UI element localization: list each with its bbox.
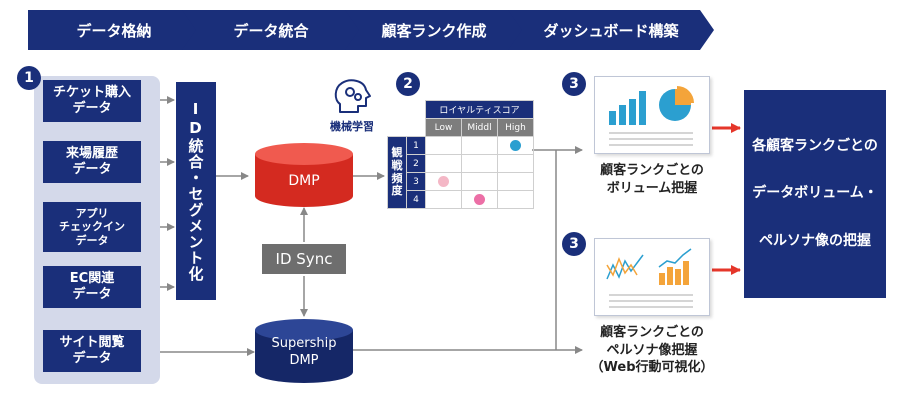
row-label-2: 2 [406, 154, 426, 173]
result-line-3: ペルソナ像の把握 [759, 232, 871, 249]
result-line-1: 各顧客ランクごとの [752, 137, 878, 154]
persona-caption: 顧客ランクごとの ペルソナ像把握 （Web行動可視化） [590, 325, 714, 376]
bar-pie-chart-icon [609, 86, 694, 146]
step-badge-2: 2 [396, 72, 420, 96]
step-data-storage: データ格納 [28, 10, 200, 50]
table-cell [461, 154, 498, 173]
table-cell [497, 190, 534, 209]
table-cell [497, 154, 534, 173]
loyalty-score-table: ロイヤルティスコア Low Middl High 観 戦 頻 度 1 2 3 4 [387, 100, 534, 209]
step-dashboard-build: ダッシュボード構築 [508, 10, 714, 50]
table-cell [425, 136, 462, 155]
step-label: 顧客ランク作成 [381, 21, 487, 40]
step-label: データ格納 [76, 21, 152, 40]
id-sync-box: ID Sync [262, 244, 346, 274]
column-middle: Middl [461, 118, 498, 137]
dmp-label: DMP [288, 173, 320, 189]
volume-caption: 顧客ランクごとの ボリューム把握 [600, 163, 704, 196]
table-cell [461, 136, 498, 155]
table-cell [497, 136, 534, 155]
column-low: Low [425, 118, 462, 137]
table-cell [425, 154, 462, 173]
table-cell [461, 190, 498, 209]
frequency-axis-label: 観 戦 頻 度 [387, 136, 407, 209]
source-ticket-purchase: チケット購入データ [43, 80, 141, 122]
table-cell [497, 172, 534, 191]
result-line-2: データボリューム・ [752, 185, 878, 202]
dmp-cylinder [255, 143, 353, 207]
table-cell [425, 190, 462, 209]
score-dot-low-3 [438, 176, 449, 187]
step-label: データ統合 [233, 21, 309, 40]
step-badge-3b: 3 [562, 232, 586, 256]
machine-learning-icon [334, 79, 371, 113]
row-label-1: 1 [406, 136, 426, 155]
result-box: 各顧客ランクごとの データボリューム・ ペルソナ像の把握 [744, 90, 886, 298]
step-label: ダッシュボード構築 [543, 21, 679, 40]
machine-learning-label: 機械学習 [330, 120, 374, 133]
line-bar-chart-icon [606, 248, 693, 308]
supership-dmp-cylinder [255, 319, 353, 383]
persona-dashboard-doc [594, 238, 710, 316]
step-badge-1: 1 [17, 66, 41, 90]
step-rank-creation: 顧客ランク作成 [345, 10, 523, 50]
source-ec: EC関連データ [43, 266, 141, 308]
table-cell [425, 172, 462, 191]
source-app-checkin: アプリチェックインデータ [43, 202, 141, 252]
score-dot-middle-4 [474, 194, 485, 205]
id-integration-bar: ID統合・セグメント化 [176, 82, 216, 300]
supership-dmp-label: Supership DMP [271, 336, 337, 368]
volume-dashboard-doc [594, 76, 710, 154]
step-badge-3a: 3 [562, 72, 586, 96]
column-high: High [497, 118, 534, 137]
step-data-integration: データ統合 [182, 10, 360, 50]
source-visit-history: 来場履歴データ [43, 141, 141, 183]
score-table-title: ロイヤルティスコア [425, 100, 534, 119]
score-dot-high-1 [510, 140, 521, 151]
table-cell [461, 172, 498, 191]
row-label-4: 4 [406, 190, 426, 209]
source-site-browsing: サイト閲覧データ [43, 330, 141, 372]
row-label-3: 3 [406, 172, 426, 191]
